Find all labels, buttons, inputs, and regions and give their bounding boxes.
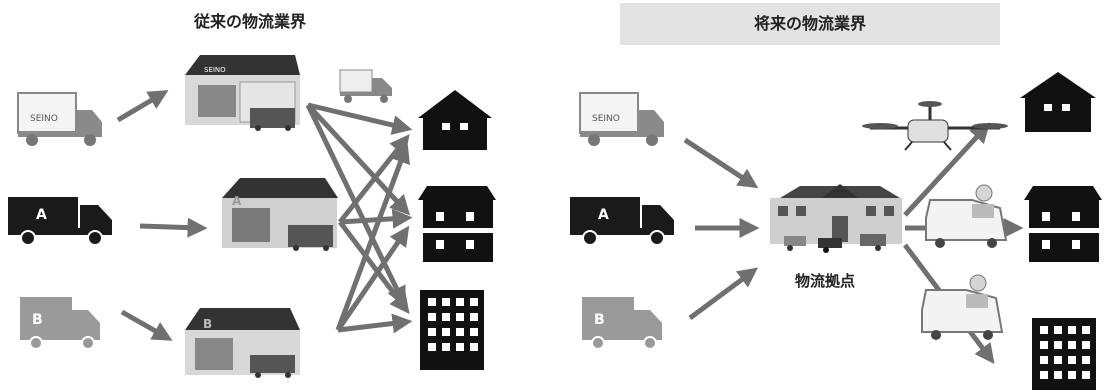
a-truck-left: A [8, 197, 112, 245]
a-warehouse-sign: A [232, 194, 242, 208]
house-destination-right [1020, 72, 1096, 132]
seino-truck-left: SEINO [18, 93, 102, 146]
b-warehouse-sign: B [203, 317, 212, 331]
apartment-destination-left [418, 186, 496, 262]
seino-warehouse-sign: SEINO [204, 66, 226, 74]
seino-truck-right: SEINO [580, 93, 664, 146]
seino-logo-text: SEINO [30, 114, 58, 124]
drone [862, 101, 1008, 150]
truck-b-label: B [32, 312, 43, 328]
apartment-destination-right [1024, 186, 1102, 262]
house-destination-left [418, 90, 492, 150]
office-building-destination-left [420, 290, 484, 370]
truck-a-label: A [36, 207, 47, 223]
delivery-van-with-driver-1 [926, 185, 1006, 248]
a-warehouse: A [222, 178, 338, 251]
seino-warehouse: SEINO [185, 55, 300, 131]
b-warehouse: B [185, 308, 300, 378]
truck-b-label-right: B [594, 312, 605, 328]
truck-a-label-right: A [598, 207, 609, 223]
b-truck-left: B [20, 297, 100, 349]
logistics-hub [770, 184, 902, 253]
small-seino-truck [340, 70, 392, 103]
truck-to-warehouse-arrows [118, 94, 200, 337]
seino-logo-text-right: SEINO [592, 114, 620, 124]
b-truck-right: B [582, 297, 662, 349]
truck-to-hub-arrows [685, 140, 752, 318]
a-truck-right: A [570, 197, 674, 245]
office-building-destination-right [1032, 318, 1096, 390]
